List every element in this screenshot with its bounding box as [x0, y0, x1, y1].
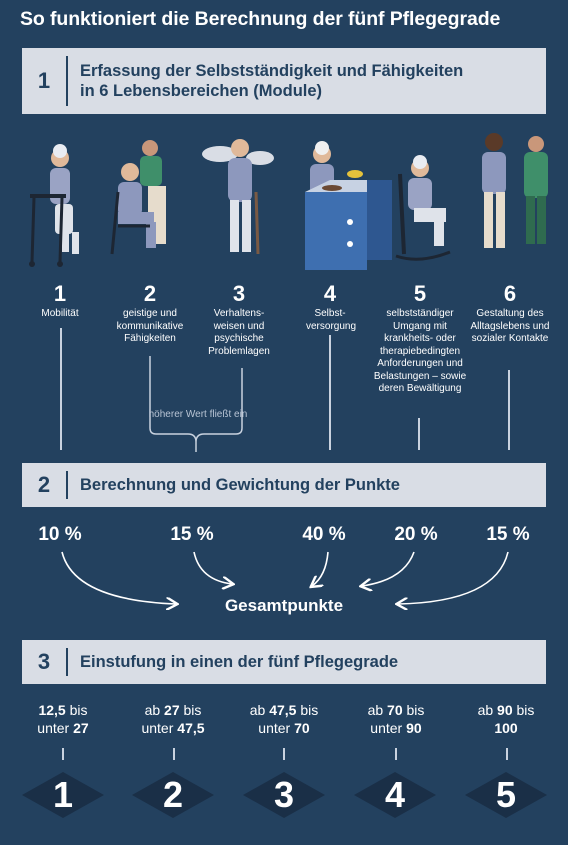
weight-module-4: 40 %	[302, 524, 346, 545]
module-3-label: Verhaltens-weisen und psychische Problem…	[208, 308, 270, 357]
section-3-title: Einstufung in einen der fünf Pflegegrade	[80, 653, 399, 671]
module-5: 5 selbstständiger Umgang mit krankheits-…	[370, 282, 470, 396]
section-2-header: 2 Berechnung und Gewichtung der Punkte	[22, 463, 546, 507]
range-grade-1: 12,5 bis unter 27	[37, 702, 89, 736]
grade-4-diamond	[354, 772, 436, 818]
page-title: So funktioniert die Berechnung der fünf …	[20, 8, 501, 30]
module-1-label: Mobilität	[41, 308, 79, 319]
range-grade-2: ab 27 bis unter 47,5	[141, 702, 205, 736]
module-5-connector	[418, 418, 420, 450]
grade-1-diamond	[22, 772, 104, 818]
section-3-header: 3 Einstufung in einen der fünf Pflegegra…	[22, 640, 546, 684]
section-1-header: 1 Erfassung der Selbstständigkeit und Fä…	[22, 48, 546, 114]
rocking-chair-person-illustration	[395, 155, 451, 261]
brace-note: höherer Wert fließt ein	[148, 409, 248, 420]
module-6-number: 6	[503, 281, 517, 306]
grade-5-diamond	[465, 772, 547, 818]
weight-module-6: 15 %	[486, 524, 530, 545]
grade-3-tick	[283, 748, 285, 760]
grade-4-tick	[395, 748, 397, 760]
section-1-title-line2: in 6 Lebensbereichen (Module)	[80, 82, 323, 100]
social-contact-illustration	[482, 133, 548, 248]
section-2-divider	[66, 471, 68, 499]
section-1-title: Erfassung der Selbstständigkeit und Fähi…	[80, 61, 463, 101]
range-grade-5: ab 90 bis 100	[477, 702, 535, 736]
module-5-label: selbstständiger Umgang mit krankheits- o…	[373, 308, 467, 394]
section-2-title: Berechnung und Gewichtung der Punkte	[80, 476, 400, 494]
person-with-thought-clouds-illustration	[202, 139, 274, 255]
section-1-title-line1: Erfassung der Selbstständigkeit und Fähi…	[80, 62, 464, 80]
section-3-number: 3	[37, 649, 51, 674]
module-3: 3 Verhaltens-weisen und psychische Probl…	[192, 282, 286, 358]
grade-1-tick	[62, 748, 64, 760]
module-6-label: Gestaltung des Alltagslebens und soziale…	[470, 308, 550, 344]
module-6-connector	[508, 370, 510, 450]
module-4: 4 Selbst-versorgung	[282, 282, 378, 333]
seated-person-with-helper-illustration	[110, 140, 166, 255]
grade-2-tick	[173, 748, 175, 760]
total-points-label: Gesamtpunkte	[224, 596, 344, 615]
range-grade-4: ab 70 bis unter 90	[367, 702, 425, 736]
grade-3-number: 3	[273, 774, 295, 815]
module-4-label: Selbst-versorgung	[306, 308, 357, 332]
module-2: 2 geistige und kommunikative Fähigkeiten	[102, 282, 198, 346]
grade-5-tick	[506, 748, 508, 760]
module-2-number: 2	[143, 281, 157, 306]
weight-module-2-3: 15 %	[170, 524, 214, 545]
grade-4-number: 4	[384, 774, 406, 815]
grade-5-number: 5	[495, 774, 517, 815]
grade-2-diamond	[132, 772, 214, 818]
section-2-number: 2	[37, 472, 51, 497]
section-1-divider	[66, 56, 68, 106]
kitchen-self-care-illustration	[305, 141, 392, 270]
weight-module-1: 10 %	[38, 524, 82, 545]
section-3-divider	[66, 648, 68, 676]
grade-1-number: 1	[52, 774, 74, 815]
grade-2-number: 2	[162, 774, 184, 815]
module-4-number: 4	[323, 281, 337, 306]
walker-person-illustration	[29, 144, 79, 267]
range-grade-3: ab 47,5 bis unter 70	[249, 702, 319, 736]
module-1-number: 1	[53, 281, 67, 306]
weight-module-5: 20 %	[394, 524, 438, 545]
module-6: 6 Gestaltung des Alltagslebens und sozia…	[462, 282, 558, 346]
module-illustrations	[29, 133, 548, 270]
section-1-number: 1	[37, 68, 51, 93]
module-4-connector	[329, 335, 331, 450]
module-2-label: geistige und kommunikative Fähigkeiten	[116, 308, 184, 344]
module-1-connector	[60, 328, 62, 450]
grade-3-diamond	[243, 772, 325, 818]
module-5-number: 5	[413, 281, 427, 306]
module-1: 1 Mobilität	[12, 282, 108, 321]
module-3-number: 3	[232, 281, 246, 306]
